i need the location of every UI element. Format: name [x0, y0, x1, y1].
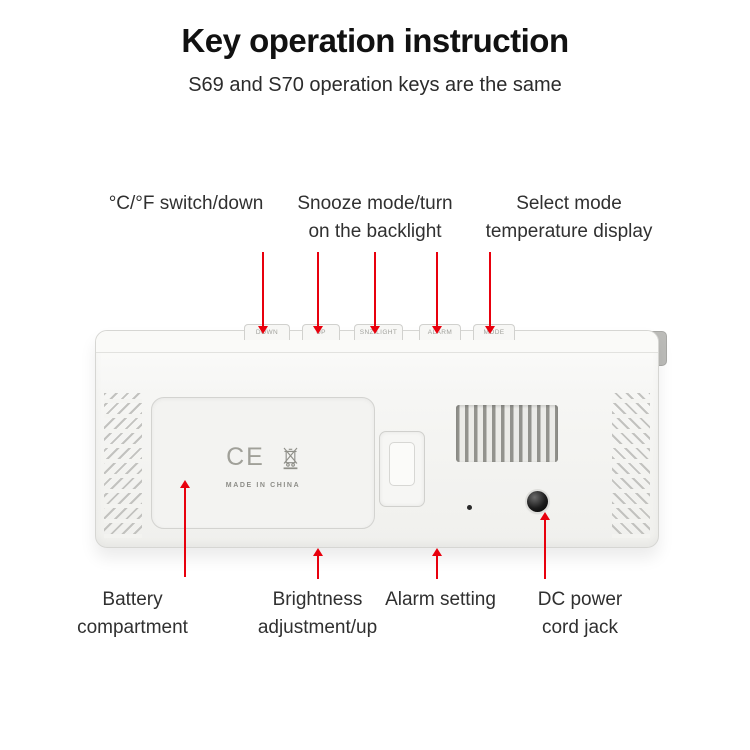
pointer-line	[317, 252, 319, 327]
pointer-line	[184, 487, 186, 577]
vent-slots-left	[104, 393, 142, 538]
pointer-line	[544, 519, 546, 579]
arrowhead-icon	[432, 326, 442, 334]
arrowhead-icon	[432, 548, 442, 556]
device-top-face	[96, 331, 658, 353]
arrowhead-icon	[180, 480, 190, 488]
label-line: adjustment/up	[257, 617, 378, 638]
speaker-grille	[456, 405, 558, 462]
certification-marks: CE	[152, 442, 374, 472]
arrowhead-icon	[485, 326, 495, 334]
arrowhead-icon	[258, 326, 268, 334]
label-line: Battery	[102, 589, 163, 610]
arrowhead-icon	[540, 512, 550, 520]
label-dc-power-jack: DC power cord jack	[515, 586, 645, 642]
label-cf-switch-down: °C/°F switch/down	[88, 190, 284, 218]
weee-icon	[283, 447, 298, 469]
reset-hole	[467, 505, 472, 510]
label-line: cord jack	[541, 617, 619, 638]
vent-slots-right	[612, 393, 650, 538]
dc-power-jack	[527, 491, 548, 512]
label-brightness-up: Brightness adjustment/up	[240, 586, 395, 642]
label-battery-compartment: Battery compartment	[60, 586, 205, 642]
stand-hook	[379, 431, 425, 507]
pointer-line	[436, 555, 438, 579]
label-line: temperature display	[485, 221, 653, 242]
arrowhead-icon	[313, 548, 323, 556]
label-alarm-setting: Alarm setting	[378, 586, 503, 614]
pointer-line	[262, 252, 264, 327]
pointer-line	[436, 252, 438, 327]
clock-back-view: DOWN UP SNZ/LIGHT ALARM MODE CE	[95, 324, 659, 548]
made-in-china-text: MADE IN CHINA	[225, 482, 301, 489]
label-snooze-backlight: Snooze mode/turn on the backlight	[280, 190, 470, 246]
page-title: Key operation instruction	[181, 22, 569, 59]
arrowhead-icon	[313, 326, 323, 334]
label-select-mode: Select mode temperature display	[480, 190, 658, 246]
label-line: Brightness	[272, 589, 363, 610]
label-line: °C/°F switch/down	[108, 193, 264, 214]
pointer-line	[374, 252, 376, 327]
pointer-line	[489, 252, 491, 327]
stand-hook-inner	[389, 442, 415, 486]
page-subtitle: S69 and S70 operation keys are the same	[188, 74, 562, 96]
label-line: on the backlight	[308, 221, 442, 242]
battery-compartment-door: CE MADE IN CHINA	[151, 397, 375, 529]
label-line: Snooze mode/turn	[297, 193, 453, 214]
arrowhead-icon	[370, 326, 380, 334]
label-line: compartment	[77, 617, 188, 638]
label-line: DC power	[537, 589, 623, 610]
label-line: Alarm setting	[385, 589, 496, 610]
pointer-line	[317, 555, 319, 579]
label-line: Select mode	[516, 193, 622, 214]
ce-mark: CE	[226, 442, 265, 471]
